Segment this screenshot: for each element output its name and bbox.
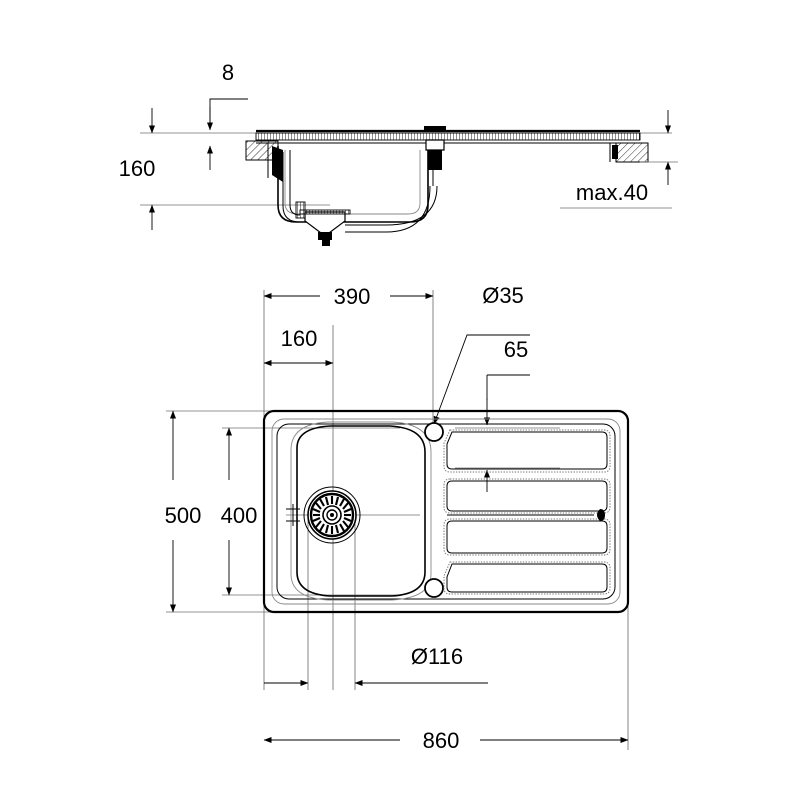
dimension-label-8: 8 — [222, 60, 234, 85]
sink-bowl-section — [277, 146, 429, 223]
waste-outlet-section — [299, 209, 351, 246]
dimension-label-d116: Ø116 — [411, 644, 463, 669]
dimension-label-160-plan: 160 — [281, 326, 318, 351]
drain-channel-outlet-icon — [597, 509, 605, 521]
top-plan-view: 390 160 Ø35 65 500 400 — [165, 283, 630, 753]
tap-shank-and-hose — [345, 126, 446, 233]
tap-hole-icon — [424, 422, 444, 442]
dimension-label-390: 390 — [334, 284, 371, 309]
dimension-160-plan: 160 — [263, 326, 334, 367]
dimension-label-160-section: 160 — [119, 156, 156, 181]
dimension-d116: Ø116 — [264, 644, 488, 687]
dimension-d35-leader: Ø35 — [433, 283, 530, 425]
dimension-390: 390 — [263, 284, 434, 309]
dimension-500: 500 — [165, 410, 202, 613]
side-section-view: 160 8 — [119, 60, 678, 246]
dimension-8-worktop: 8 — [206, 60, 248, 170]
dimension-label-65: 65 — [504, 337, 528, 362]
overflow-hole-icon — [424, 578, 444, 598]
sink-outline — [262, 409, 630, 614]
strainer-radial-slots — [312, 496, 352, 534]
right-mounting-clip — [609, 142, 649, 163]
dimension-860: 860 — [263, 728, 629, 753]
dimension-label-400: 400 — [221, 503, 258, 528]
waste-strainer-plan — [286, 486, 361, 544]
worktop-slab — [255, 129, 641, 144]
overflow-pipe-section — [282, 150, 306, 223]
dimension-label-500: 500 — [165, 503, 202, 528]
dimension-label-max40: max.40 — [576, 180, 648, 205]
drainboard-channels — [443, 429, 611, 595]
dimension-160-section: 160 — [119, 108, 156, 230]
dimension-label-d35: Ø35 — [482, 283, 524, 308]
dimension-max40: max.40 — [560, 110, 678, 209]
dimension-400: 400 — [221, 427, 258, 596]
dimension-label-860: 860 — [423, 728, 460, 753]
sink-bowl-plan — [290, 421, 432, 601]
